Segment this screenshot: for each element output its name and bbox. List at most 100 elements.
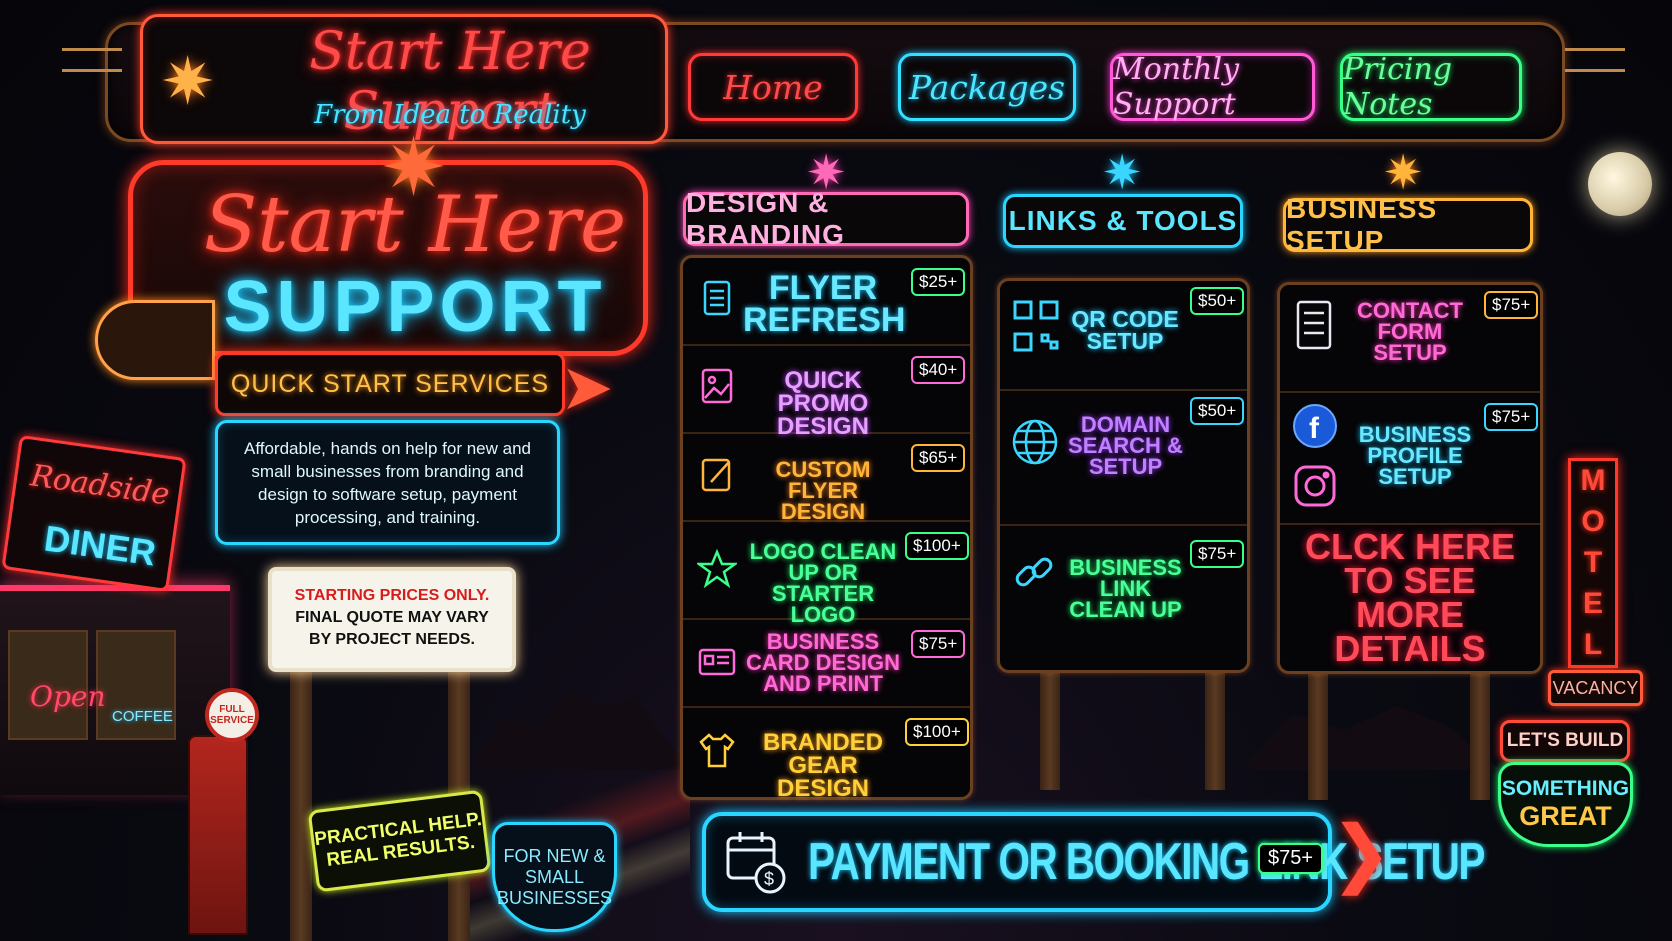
service-branded-gear[interactable]: BRANDED GEAR DESIGN $100+ [683,708,970,802]
price-badge: $75+ [1484,403,1539,431]
document-list-icon [703,280,731,316]
price-badge: $25+ [911,268,966,296]
brand-title: Start Here Support [309,22,591,142]
bulb-row [95,300,215,380]
great-label: GREAT [1519,801,1612,831]
svg-text:$: $ [764,869,774,889]
service-title: BUSINESS CARD DESIGN AND PRINT [745,629,900,696]
moon [1588,152,1652,216]
brand-tagline: From Idea to Reality [314,100,586,130]
sign-post [1040,670,1060,790]
pricing-disclaimer-marquee: STARTING PRICES ONLY. FINAL QUOTE MAY VA… [268,567,516,672]
arrow-right-icon: ➤ [560,351,614,423]
service-custom-flyer[interactable]: CUSTOM FLYER DESIGN $65+ [683,434,970,522]
payment-booking-button[interactable] [702,812,1332,912]
service-quick-promo[interactable]: QUICK PROMO DESIGN $40+ [683,346,970,438]
vacancy-sign: VACANCY [1548,670,1643,706]
service-title: BUSINESS PROFILE SETUP [1358,422,1472,489]
price-badge: $75+ [1258,843,1324,874]
service-title: CONTACT FORM SETUP [1357,298,1463,365]
hero-title-support: SUPPORT [223,267,607,347]
service-title: FLYER REFRESH [743,269,906,340]
price-badge: $65+ [911,444,966,472]
something-great-shield: SOMETHING GREAT [1498,762,1633,847]
image-icon [701,368,733,404]
form-icon [1296,300,1332,350]
hero-title: Start Here [203,180,627,270]
header-rail [62,48,122,72]
motel-sign: M O T E L [1568,458,1618,668]
service-contact-form[interactable]: CONTACT FORM SETUP $75+ [1280,285,1540,393]
service-title: QUICK PROMO DESIGN [776,367,869,440]
price-badge: $75+ [911,630,966,658]
service-business-profile[interactable]: f BUSINESS PROFILE SETUP $75+ [1280,393,1540,525]
price-badge: $40+ [911,356,966,384]
starburst-icon: ✷ [160,44,216,118]
column-header-business: BUSINESS SETUP [1283,193,1533,256]
coffee-sign: COFFEE [112,708,173,725]
for-new-businesses-shield: FOR NEW & SMALL BUSINESSES [492,822,617,932]
disclaimer-line: FINAL QUOTE MAY VARY [295,609,489,626]
service-flyer-refresh[interactable]: FLYER REFRESH $25+ [683,258,970,346]
sign-post [1308,670,1328,800]
service-domain[interactable]: DOMAIN SEARCH & SETUP $50+ [1000,391,1247,526]
mountain-silhouette [1240,706,1500,770]
nav-pricing-notes[interactable]: Pricing Notes [1340,52,1522,122]
service-title: DOMAIN SEARCH & SETUP [1068,412,1183,479]
service-title: BUSINESS LINK CLEAN UP [1069,555,1182,622]
qr-code-icon [1013,300,1059,352]
service-title: CUSTOM FLYER DESIGN [775,457,871,524]
motel-letter: M [1580,464,1606,498]
nav-packages[interactable]: Packages [898,53,1076,121]
diner-window [8,630,88,740]
service-qr-code[interactable]: QR CODE SETUP $50+ [1000,281,1247,391]
intro-description: Affordable, hands on help for new and sm… [215,420,560,545]
tshirt-icon [699,733,735,768]
globe-icon [1012,419,1058,465]
gas-pump [188,735,248,935]
calendar-payment-icon: $ [726,832,786,894]
pencil-edit-icon [701,458,731,492]
price-badge: $100+ [905,718,969,746]
disclaimer-line: BY PROJECT NEEDS. [309,631,475,648]
header-rail [1565,48,1625,72]
svg-text:f: f [1309,412,1320,445]
service-business-card[interactable]: BUSINESS CARD DESIGN AND PRINT $75+ [683,620,970,708]
star-icon [697,548,737,588]
see-more-details-label: CLCK HERE TO SEE MORE DETAILS [1304,525,1515,670]
price-badge: $100+ [905,532,969,560]
service-business-link[interactable]: BUSINESS LINK CLEAN UP $75+ [1000,526,1247,670]
service-title: QR CODE SETUP [1071,306,1179,354]
nav-monthly-support[interactable]: Monthly Support [1110,52,1315,122]
open-sign: Open [30,680,106,713]
disclaimer-line: STARTING PRICES ONLY. [294,587,490,604]
price-badge: $75+ [1484,291,1539,319]
arrow-right-icon: ❯ [1330,811,1393,894]
sign-post [1470,670,1490,800]
id-card-icon [698,648,736,676]
links-panel [997,278,1250,673]
motel-letter: L [1583,627,1603,661]
facebook-icon: f [1293,404,1337,448]
mountain-silhouette [470,689,690,770]
column-header-links: LINKS & TOOLS [1003,194,1243,248]
price-badge: $75+ [1190,540,1245,568]
full-service-globe: FULL SERVICE [205,688,259,742]
motel-letter: E [1582,586,1603,620]
service-title: LOGO CLEAN UP OR STARTER LOGO [749,539,897,627]
motel-letter: O [1581,505,1605,539]
something-label: SOMETHING [1501,777,1630,800]
service-logo[interactable]: LOGO CLEAN UP OR STARTER LOGO $100+ [683,522,970,625]
see-more-details-button[interactable]: CLCK HERE TO SEE MORE DETAILS [1280,525,1540,671]
starburst-icon: ✷ [1383,147,1424,200]
nav-home[interactable]: Home [688,53,858,121]
service-title: BRANDED GEAR DESIGN [763,729,883,802]
column-header-design: DESIGN & BRANDING [683,187,969,250]
motel-letter: T [1583,545,1603,579]
payment-booking-label: PAYMENT OR BOOKING LINK SETUP [808,833,1485,891]
brand-sign [140,14,668,144]
starburst-icon: ✷ [380,123,448,212]
starburst-icon: ✷ [806,147,847,200]
starburst-icon: ✷ [1102,147,1143,200]
diner-window [96,630,176,740]
